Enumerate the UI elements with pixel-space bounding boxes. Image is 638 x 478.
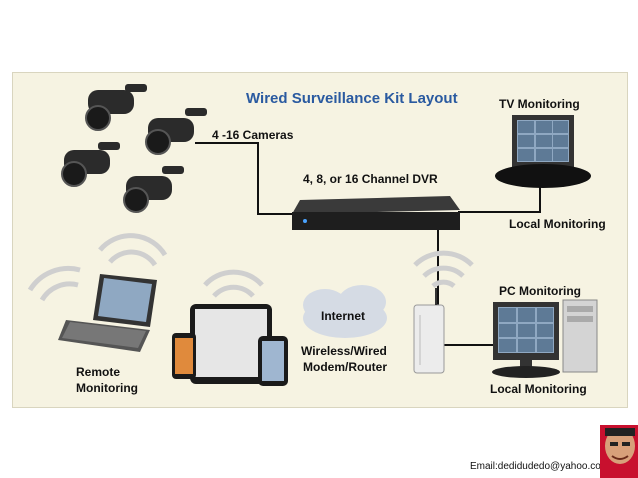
camera-group — [61, 84, 207, 213]
tv-monitor-icon — [495, 115, 591, 188]
dvr-label: 4, 8, or 16 Channel DVR — [303, 172, 438, 186]
cloud-icon — [303, 285, 387, 338]
camera-icon — [123, 166, 184, 213]
internet-label: Internet — [321, 309, 366, 323]
diagram-title: Wired Surveillance Kit Layout — [246, 90, 458, 107]
pc-monitor-icon — [492, 302, 560, 378]
router-label-line2: Modem/Router — [303, 360, 387, 374]
wifi-icon-laptop — [27, 233, 168, 302]
camera-icon — [85, 84, 147, 131]
local-monitoring-tv-label: Local Monitoring — [509, 217, 606, 231]
router-icon — [413, 288, 445, 374]
phone-icon — [172, 333, 196, 379]
tv-monitoring-label: TV Monitoring — [499, 97, 580, 111]
footer-email: Email:dediduded​o@yahoo.com — [470, 461, 610, 472]
pc-monitoring-label: PC Monitoring — [499, 284, 581, 298]
wifi-icon-tablet — [203, 269, 264, 298]
remote-label-line1: Remote — [76, 365, 121, 379]
tablet-icon — [190, 304, 272, 384]
phone-icon — [258, 336, 288, 386]
cameras-label: 4 -16 Cameras — [212, 128, 294, 142]
camera-icon — [61, 142, 120, 187]
dvr-to-tv-wire — [458, 180, 541, 213]
camera-icon — [145, 108, 207, 155]
remote-label-line2: Monitoring — [76, 381, 138, 395]
wifi-icon-router — [413, 250, 474, 289]
local-monitoring-pc-label: Local Monitoring — [490, 382, 587, 396]
laptop-icon — [58, 274, 157, 352]
dvr-icon — [292, 196, 460, 230]
router-label-line1: Wireless/Wired — [301, 344, 387, 358]
pc-tower-icon — [562, 299, 598, 373]
camera-to-dvr-wire — [195, 142, 292, 215]
